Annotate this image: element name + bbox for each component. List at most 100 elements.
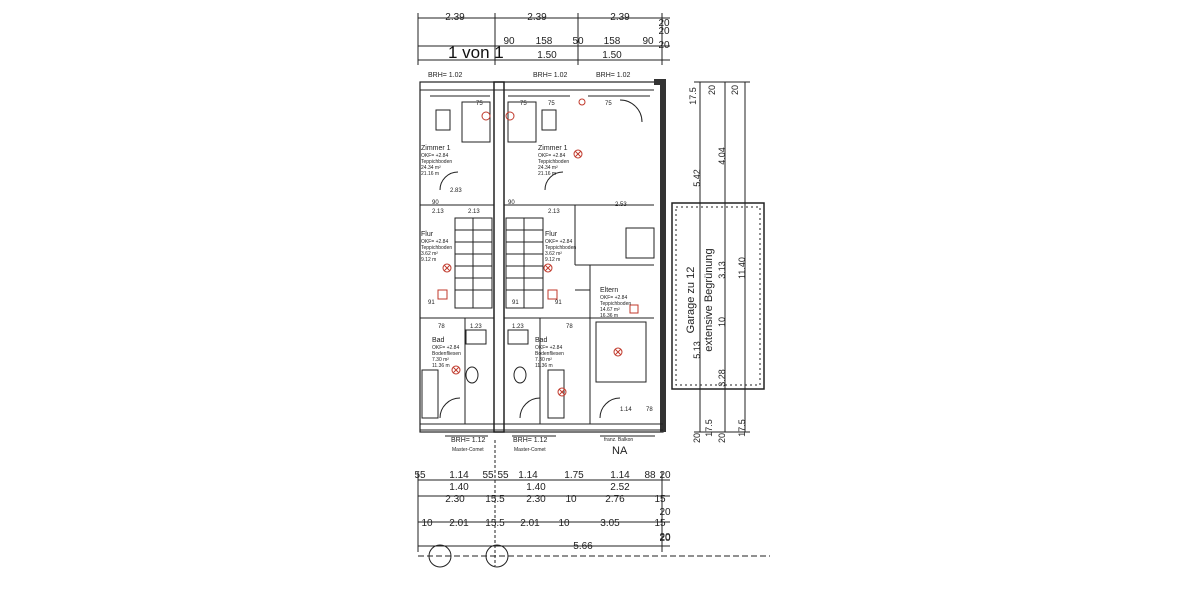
room-info: 3.62 m² (545, 251, 562, 257)
top-dim: 158 (604, 36, 621, 47)
room-info: 7.30 m² (432, 357, 449, 363)
top-dim: 158 (536, 36, 553, 47)
room-name: Flur (545, 231, 558, 238)
right-dim: 20 (692, 433, 702, 443)
room-info: 9.12 m (545, 257, 560, 263)
room-info: OKF= +2.84 (432, 345, 459, 351)
inner-dim: 75 (520, 101, 527, 107)
inner-dim: 1.23 (470, 324, 482, 330)
bottom-total: 5.66 (573, 541, 593, 552)
room-info: 14.67 m² (600, 307, 620, 313)
right-dim: 3.13 (717, 261, 727, 279)
room-info: OKF= +2.84 (538, 153, 565, 159)
inner-dim: 78 (566, 324, 573, 330)
room-info: Teppichboden (545, 245, 576, 251)
right-dim: 17.5 (737, 419, 747, 437)
room-info: 3.62 m² (421, 251, 438, 257)
bottom-dim: 2.52 (610, 482, 630, 493)
inner-dim: 91 (512, 300, 519, 306)
room-info: OKF= +2.84 (545, 239, 572, 245)
bottom-dim: 20 (659, 470, 671, 481)
room-info: 21.16 m (538, 171, 556, 177)
right-dim: 20 (707, 85, 717, 95)
top-dim: 20 (658, 40, 670, 51)
bottom-dim: 20 (659, 532, 671, 543)
top-dim: 20 (658, 26, 670, 37)
inner-dim: 1.23 (512, 324, 524, 330)
brh-label: BRH= 1.12 (451, 437, 486, 444)
room-info: Bodenfliesen (432, 351, 461, 357)
top-dim: 20 (658, 18, 670, 29)
inner-dim: 90 (432, 200, 439, 206)
brh-label: BRH= 1.12 (513, 437, 548, 444)
bottom-dim: 2.30 (526, 494, 546, 505)
room-name: Zimmer 1 (421, 145, 451, 152)
top-dim: 1.50 (602, 50, 622, 61)
room-name: Bad (432, 337, 445, 344)
room-info: OKF= +2.84 (421, 239, 448, 245)
inner-dim: 91 (555, 300, 562, 306)
note: Master-Comet (514, 447, 546, 453)
inner-dim: 75 (605, 101, 612, 107)
bottom-dim: 1.40 (449, 482, 469, 493)
room-info: 11.36 m (432, 363, 450, 369)
bottom-dim: 10 (558, 518, 570, 529)
bottom-dim: 1.75 (564, 470, 584, 481)
right-dim: 3.28 (717, 369, 727, 387)
inner-dim: 91 (428, 300, 435, 306)
room-name: Bad (535, 337, 548, 344)
top-dim: 90 (503, 36, 515, 47)
room-info: 24.34 m² (421, 165, 441, 171)
bottom-dim: 1.14 (610, 470, 630, 481)
garage-label: Garage zu 12 (685, 267, 697, 334)
right-dim: 17.5 (704, 419, 714, 437)
room-name: Zimmer 1 (538, 145, 568, 152)
right-dim: 4.04 (717, 147, 727, 165)
inner-dim: 2.13 (548, 209, 560, 215)
bottom-dim: 1.14 (449, 470, 469, 481)
inner-dim: 90 (508, 200, 515, 206)
bottom-dim: 10 (421, 518, 433, 529)
inner-dim: 75 (476, 101, 483, 107)
right-dim: 10 (717, 317, 727, 327)
room-name: Flur (421, 231, 434, 238)
bottom-dim: 10 (565, 494, 577, 505)
room-info: Teppichboden (421, 159, 452, 165)
right-dim: 11.40 (737, 257, 747, 279)
room-info: Teppichboden (538, 159, 569, 165)
bottom-dim: 2.01 (520, 518, 540, 529)
bottom-dim: 88 (644, 470, 656, 481)
inner-dim: 2.83 (450, 188, 462, 194)
room-info: Teppichboden (421, 245, 452, 251)
inner-dim: 2.13 (468, 209, 480, 215)
bottom-dim: 1.14 (518, 470, 538, 481)
top-dim: 50 (572, 36, 584, 47)
top-dim: 2.39 (445, 12, 465, 23)
right-dim: 20 (730, 85, 740, 95)
inner-dim: 78 (646, 407, 653, 413)
room-info: 21.16 m (421, 171, 439, 177)
bottom-dim: 3.05 (600, 518, 620, 529)
note: franz. Balkon (604, 437, 633, 443)
garage-sublabel: extensive Begrünung (703, 248, 715, 351)
right-dim: 20 (717, 433, 727, 443)
room-info: OKF= +2.84 (421, 153, 448, 159)
note: Master-Comet (452, 447, 484, 453)
room-info: 16.36 m (600, 313, 618, 319)
page-counter: 1 von 1 (448, 43, 504, 62)
top-dim: 1.50 (537, 50, 557, 61)
brh-label: BRH= 1.02 (533, 72, 568, 79)
bottom-dim: 55 (482, 470, 494, 481)
room-info: Teppichboden (600, 301, 631, 307)
bottom-dim: 2.30 (445, 494, 465, 505)
room-info: 7.30 m² (535, 357, 552, 363)
bottom-dim: 2.01 (449, 518, 469, 529)
top-dim: 2.39 (610, 12, 630, 23)
bottom-dim: 1.40 (526, 482, 546, 493)
brh-label: BRH= 1.02 (428, 72, 463, 79)
bottom-dim: 15.5 (485, 518, 505, 529)
inner-dim: 78 (438, 324, 445, 330)
top-dim: 2.39 (527, 12, 547, 23)
inner-dim: 1.14 (620, 407, 632, 413)
